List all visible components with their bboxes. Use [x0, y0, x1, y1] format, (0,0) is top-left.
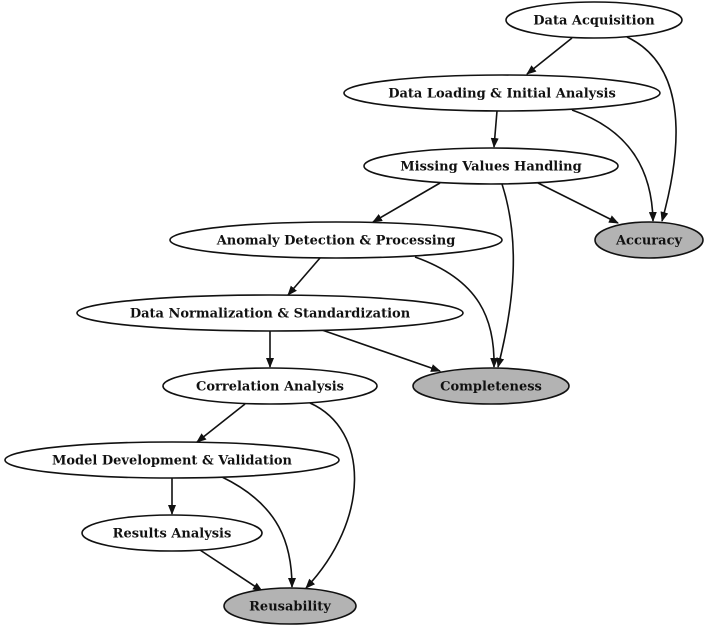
edge-missing-to-anomaly: [372, 182, 441, 223]
node-acq: Data Acquisition: [505, 1, 683, 39]
edge-load-to-accuracy: [571, 109, 657, 222]
edge-model-to-reuse: [221, 476, 296, 588]
node-shape: [169, 221, 503, 259]
node-load: Data Loading & Initial Analysis: [343, 74, 661, 112]
node-completeness: Completeness: [412, 367, 570, 405]
edge-anomaly-to-norm: [287, 257, 321, 296]
node-label: Reusability: [249, 600, 331, 615]
edge-results-to-reuse: [199, 549, 263, 592]
edge-corr-to-reuse: [305, 402, 356, 589]
node-model: Model Development & Validation: [4, 441, 340, 479]
node-label: Missing Values Handling: [400, 160, 581, 175]
node-shape: [4, 441, 340, 479]
edge-acq-to-load: [526, 37, 573, 75]
node-results: Results Analysis: [81, 514, 263, 552]
edge-acq-to-accuracy: [626, 36, 677, 222]
node-shape: [162, 367, 378, 405]
edge-corr-to-model: [196, 403, 246, 443]
edge-missing-to-completeness: [496, 183, 515, 368]
node-missing: Missing Values Handling: [363, 147, 619, 185]
node-corr: Correlation Analysis: [162, 367, 378, 405]
node-shape: [412, 367, 570, 405]
node-shape: [505, 1, 683, 39]
edge-anomaly-to-completeness: [414, 256, 499, 368]
node-label: Correlation Analysis: [196, 380, 344, 395]
node-label: Model Development & Validation: [52, 454, 293, 469]
node-label: Completeness: [440, 380, 542, 395]
node-reuse: Reusability: [223, 587, 357, 625]
node-shape: [81, 514, 263, 552]
node-norm: Data Normalization & Standardization: [76, 294, 464, 332]
node-label: Anomaly Detection & Processing: [216, 234, 456, 249]
node-label: Data Acquisition: [533, 14, 655, 29]
node-label: Results Analysis: [113, 527, 232, 542]
node-shape: [343, 74, 661, 112]
node-shape: [223, 587, 357, 625]
edge-missing-to-accuracy: [537, 182, 619, 224]
node-shape: [594, 221, 704, 259]
node-shape: [363, 147, 619, 185]
node-label: Data Loading & Initial Analysis: [388, 87, 616, 102]
node-shape: [76, 294, 464, 332]
node-label: Data Normalization & Standardization: [130, 307, 411, 322]
edge-norm-to-completeness: [321, 329, 441, 372]
edge-load-to-missing: [490, 110, 499, 148]
node-anomaly: Anomaly Detection & Processing: [169, 221, 503, 259]
node-accuracy: Accuracy: [594, 221, 704, 259]
node-label: Accuracy: [615, 234, 683, 249]
